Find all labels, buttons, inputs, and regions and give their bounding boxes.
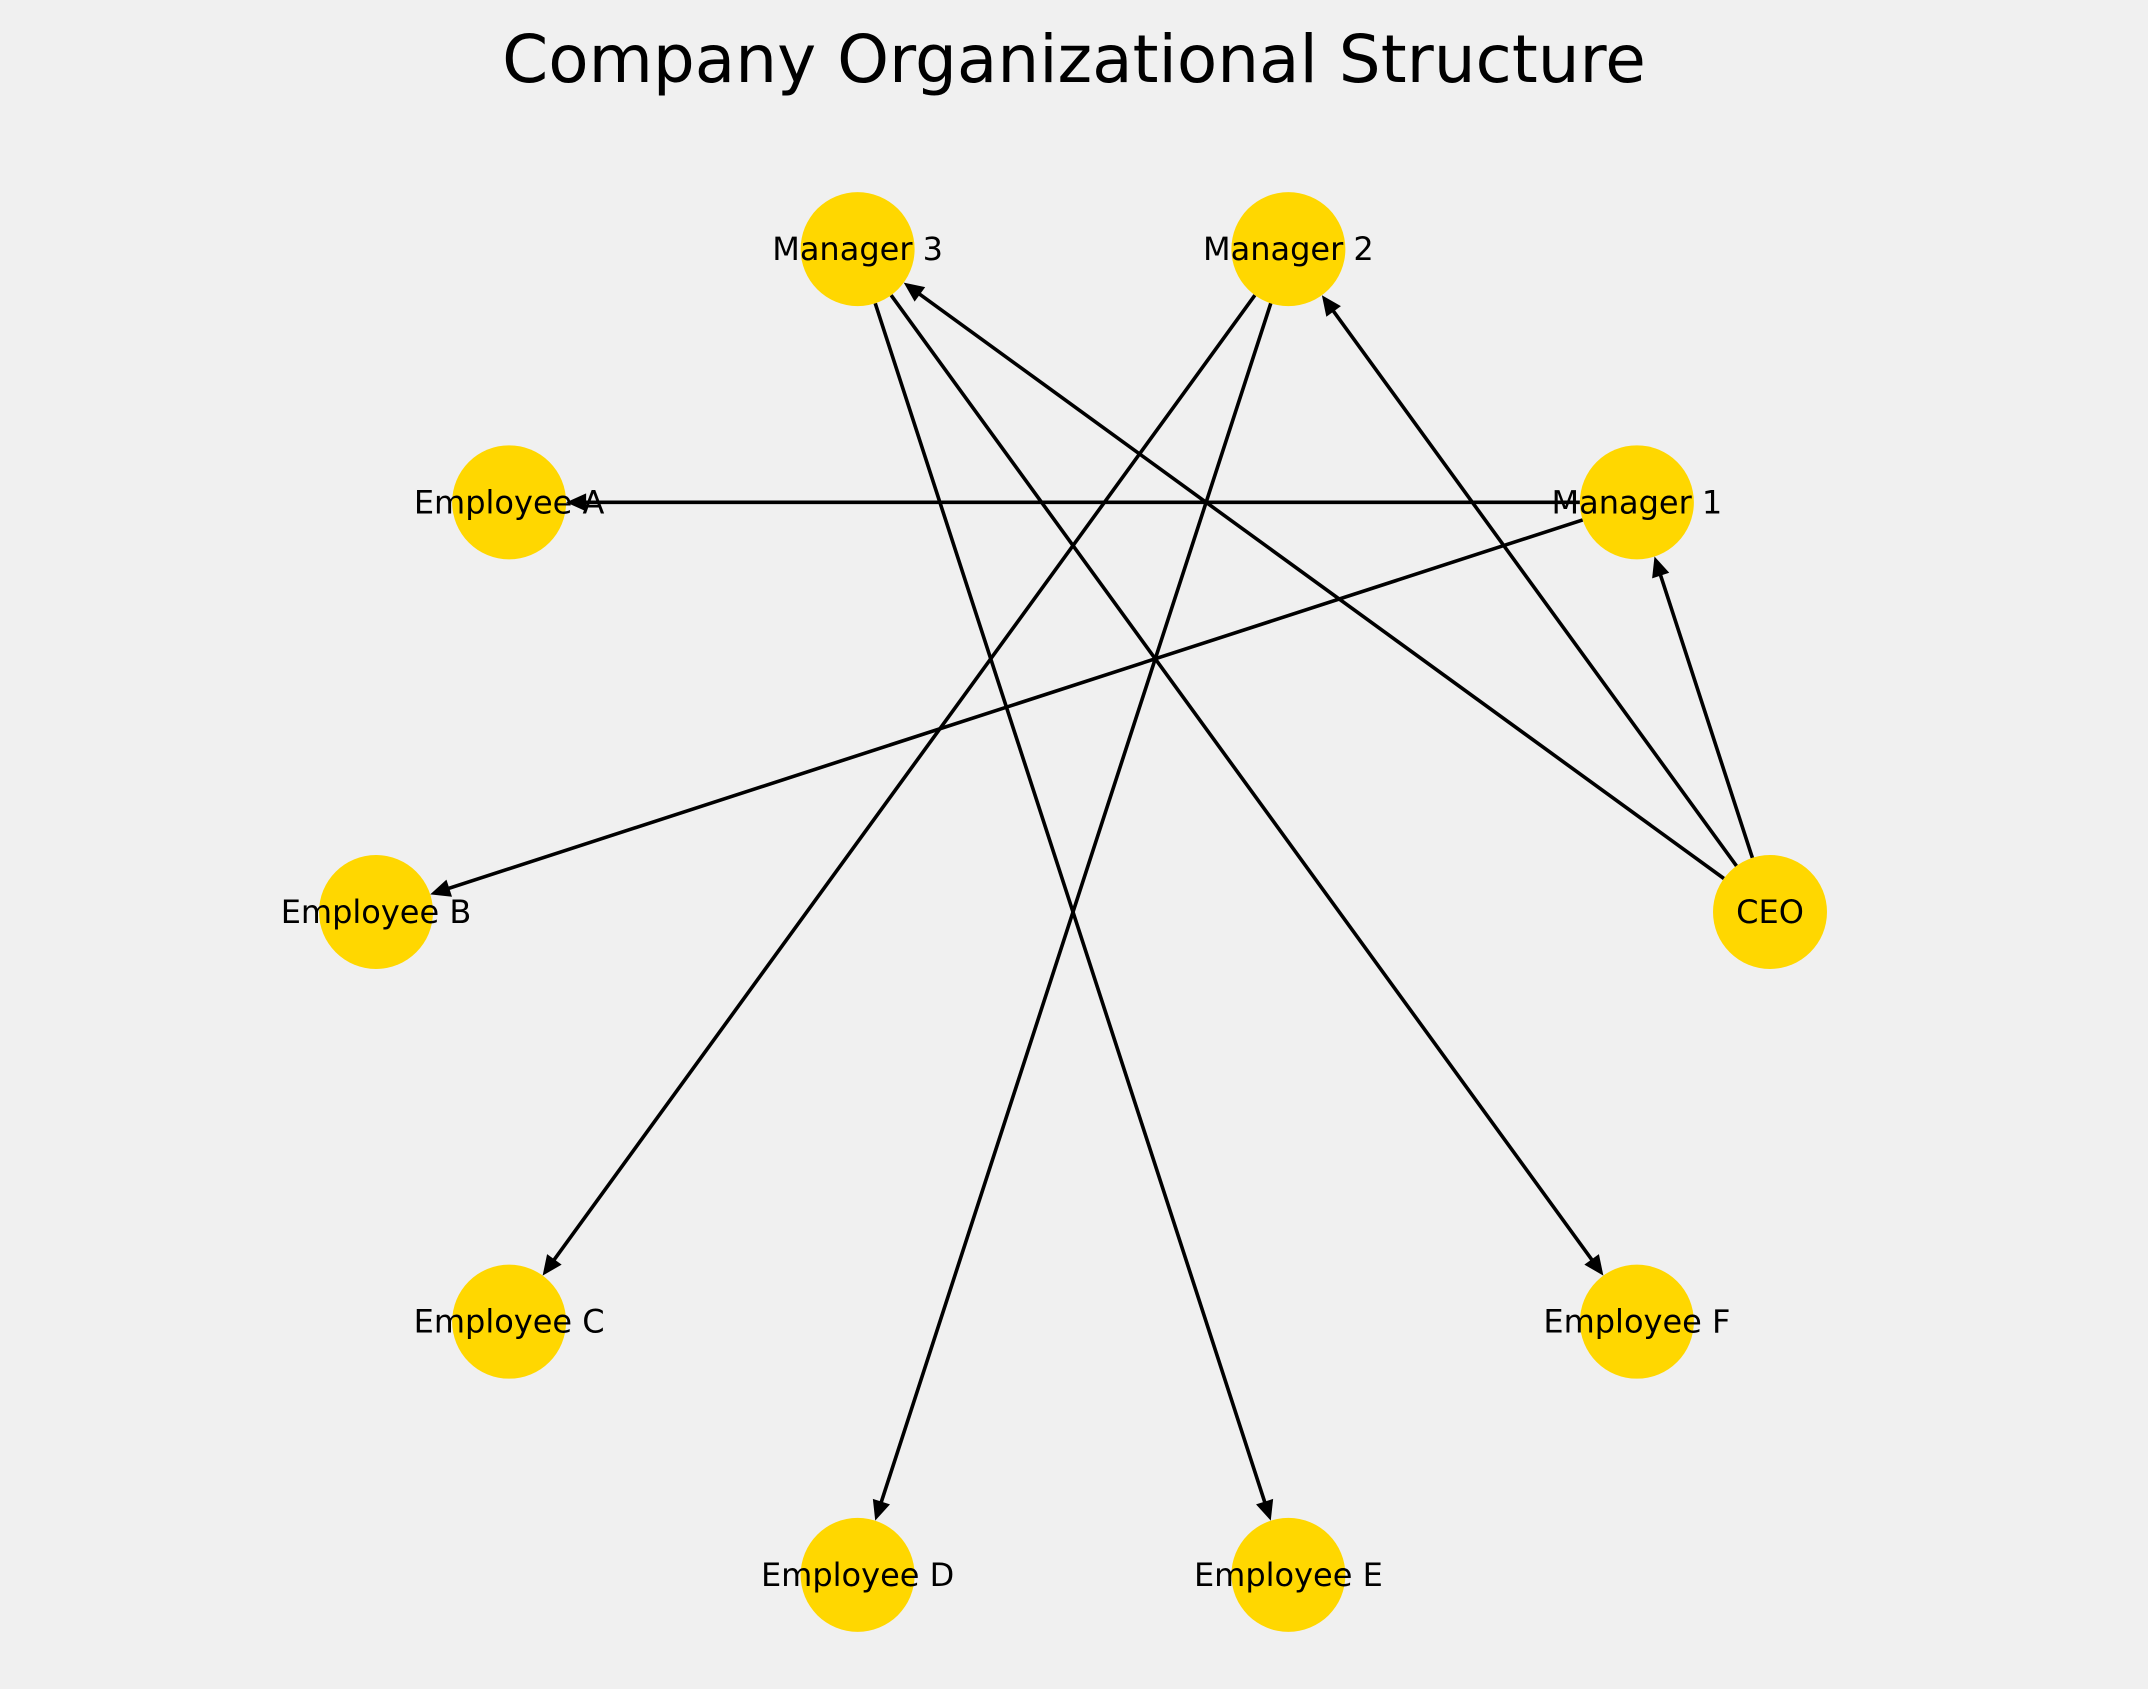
edge-manager3-to-employeeF bbox=[889, 294, 1604, 1276]
arrowhead bbox=[872, 1498, 890, 1521]
node-label: Employee B bbox=[281, 893, 472, 931]
arrowhead bbox=[903, 282, 926, 302]
arrowhead bbox=[1652, 556, 1670, 579]
node-label: Manager 1 bbox=[1551, 483, 1722, 521]
node-manager2: Manager 2 bbox=[1203, 192, 1374, 307]
node-employeeF: Employee F bbox=[1543, 1264, 1730, 1379]
arrowhead bbox=[1256, 1498, 1274, 1521]
edge-line bbox=[917, 291, 1725, 880]
arrowhead bbox=[1321, 295, 1341, 317]
edge-line bbox=[873, 302, 1267, 1505]
node-manager1: Manager 1 bbox=[1551, 445, 1722, 560]
arrowhead bbox=[542, 1254, 562, 1276]
node-manager3: Manager 3 bbox=[772, 192, 943, 307]
node-circle bbox=[319, 855, 433, 969]
edge-line bbox=[551, 294, 1257, 1263]
node-circle bbox=[1231, 192, 1346, 307]
node-label: Employee E bbox=[1194, 1556, 1383, 1594]
node-label: CEO bbox=[1736, 893, 1804, 931]
edge-line bbox=[1331, 308, 1738, 867]
node-label: Employee C bbox=[414, 1303, 605, 1341]
edge-ceo-to-manager1 bbox=[1652, 556, 1755, 859]
edge-line bbox=[889, 294, 1595, 1263]
edge-manager2-to-employeeC bbox=[542, 294, 1257, 1276]
node-circle bbox=[1713, 855, 1827, 969]
node-employeeE: Employee E bbox=[1194, 1517, 1383, 1632]
node-circle bbox=[1231, 1517, 1346, 1632]
node-circle bbox=[800, 1517, 915, 1632]
node-label: Employee D bbox=[761, 1556, 954, 1594]
edges-layer bbox=[430, 282, 1755, 1521]
edge-line bbox=[879, 302, 1273, 1505]
node-label: Employee F bbox=[1543, 1303, 1730, 1341]
edge-manager1-to-employeeA bbox=[566, 493, 1580, 512]
edge-line bbox=[1658, 573, 1755, 859]
edge-ceo-to-manager2 bbox=[1321, 295, 1738, 867]
arrowhead bbox=[566, 493, 587, 512]
node-circle bbox=[1579, 445, 1694, 560]
node-label: Employee A bbox=[414, 483, 605, 521]
node-circle bbox=[452, 445, 567, 560]
edge-manager2-to-employeeD bbox=[872, 302, 1273, 1521]
node-label: Manager 2 bbox=[1203, 230, 1374, 268]
node-circle bbox=[452, 1264, 567, 1379]
node-circle bbox=[1579, 1264, 1694, 1379]
edge-line bbox=[446, 518, 1584, 891]
arrowhead bbox=[1584, 1254, 1604, 1276]
node-employeeC: Employee C bbox=[414, 1264, 605, 1379]
diagram-title: Company Organizational Structure bbox=[502, 21, 1646, 98]
nodes-layer: CEO Manager 1 Manager 2 Manager 3 Employee A… bbox=[281, 192, 1827, 1632]
node-employeeA: Employee A bbox=[414, 445, 605, 560]
edge-manager1-to-employeeB bbox=[430, 518, 1584, 897]
node-circle bbox=[800, 192, 915, 307]
node-label: Manager 3 bbox=[772, 230, 943, 268]
node-ceo: CEO bbox=[1713, 855, 1827, 969]
node-employeeB: Employee B bbox=[281, 855, 472, 969]
edge-manager3-to-employeeE bbox=[873, 302, 1274, 1521]
arrowhead bbox=[430, 879, 453, 897]
node-employeeD: Employee D bbox=[761, 1517, 954, 1632]
edge-ceo-to-manager3 bbox=[903, 282, 1725, 880]
